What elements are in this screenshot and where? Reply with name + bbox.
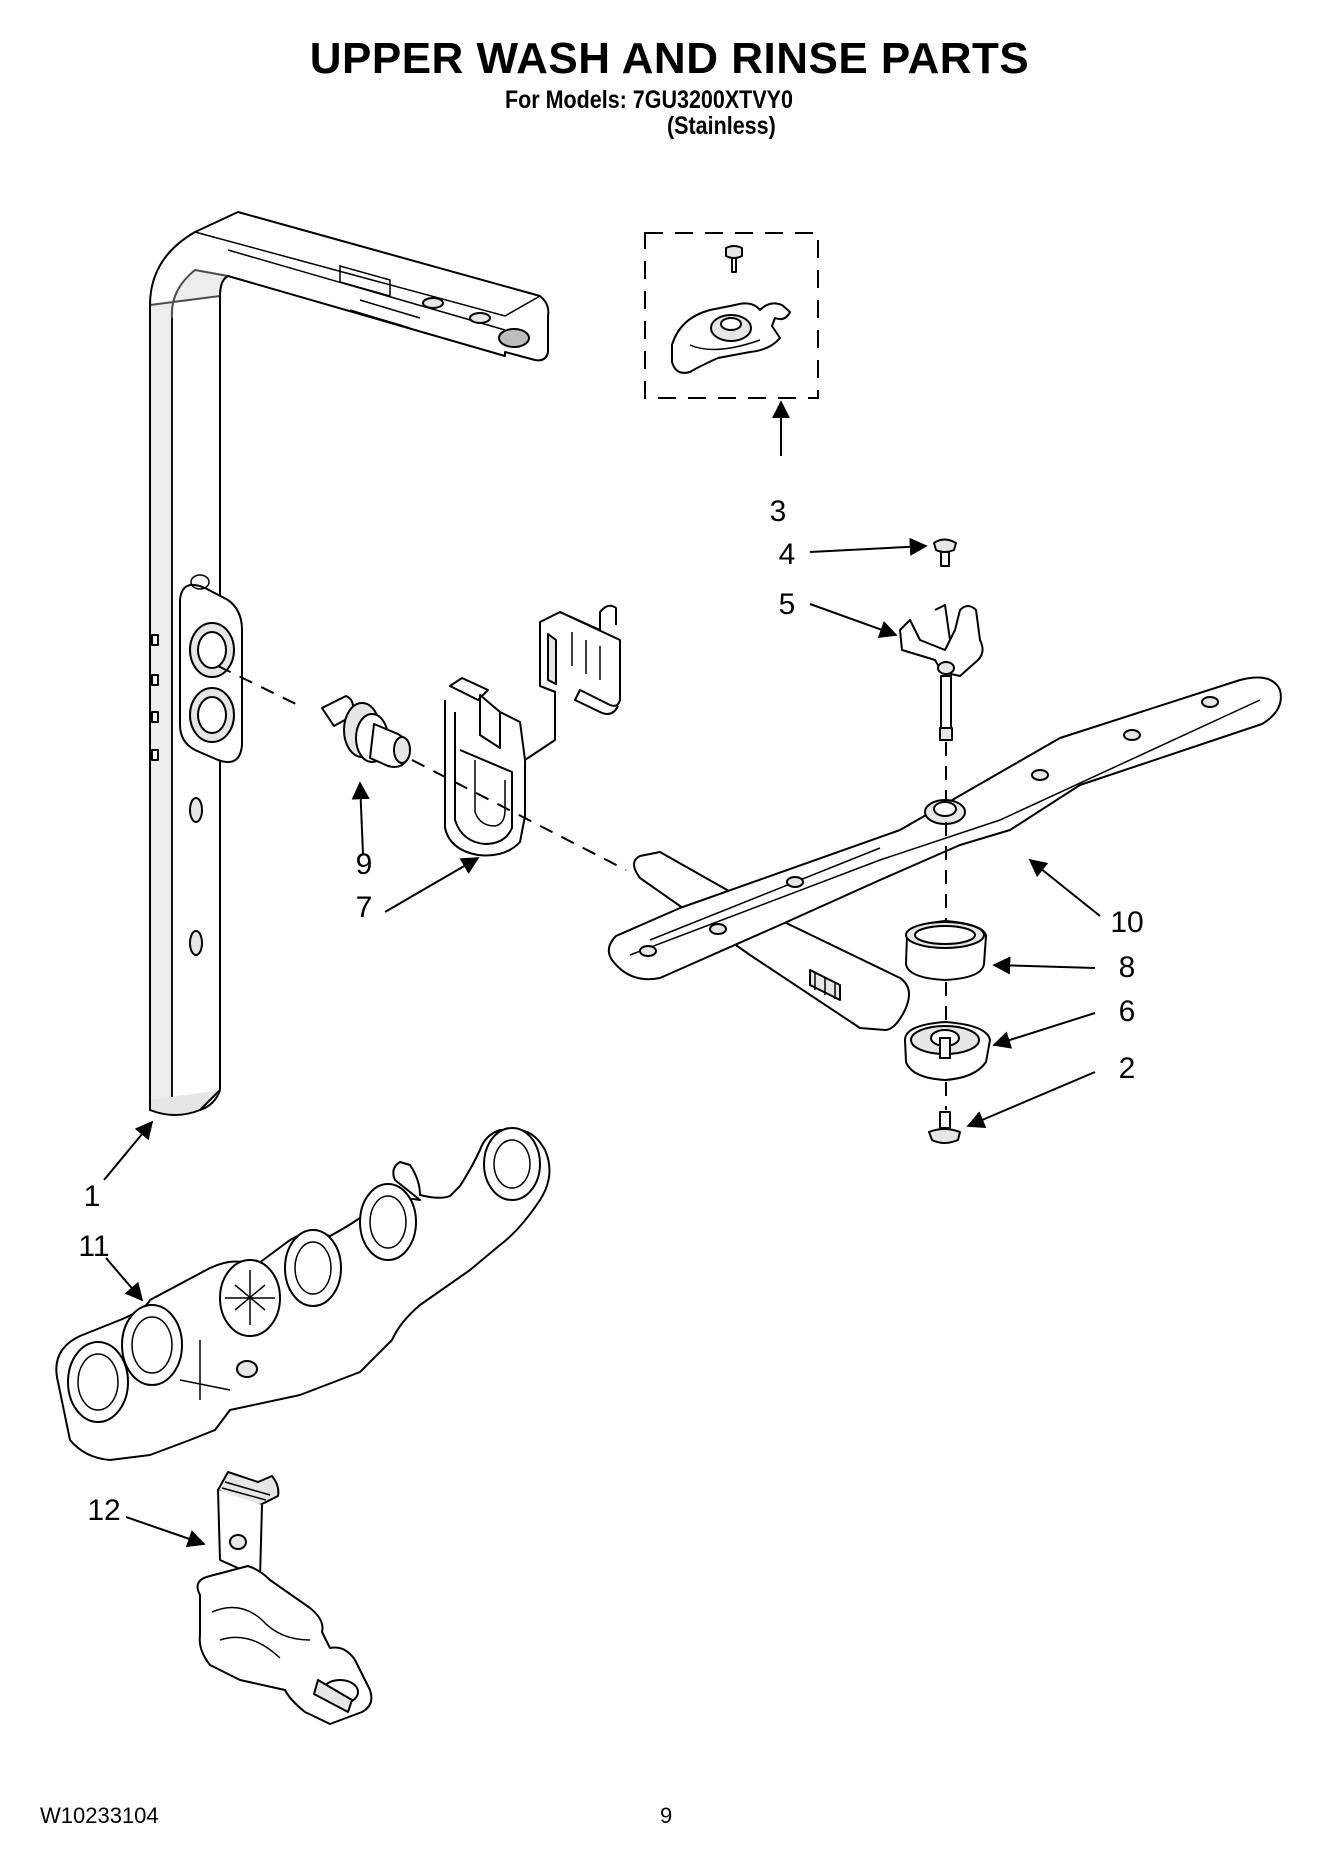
callout-9: 9 <box>356 848 373 881</box>
page-title: UPPER WASH AND RINSE PARTS <box>309 34 1030 83</box>
part-4-screw <box>933 538 957 567</box>
leader-arrows <box>103 400 1101 1548</box>
callout-6: 6 <box>1119 995 1136 1028</box>
part-11-spray-manifold <box>55 1127 551 1461</box>
callout-11: 11 <box>78 1230 109 1263</box>
callout-5: 5 <box>779 588 796 621</box>
part-10-spray-arm <box>607 676 1282 1031</box>
callout-4: 4 <box>779 538 796 571</box>
callout-10: 10 <box>1110 906 1143 939</box>
callout-8: 8 <box>1119 951 1136 984</box>
part-3-hub-assembly <box>644 232 819 399</box>
part-12-nozzle <box>196 1471 373 1725</box>
dashed-alignment-lines <box>217 665 947 1110</box>
callout-1: 1 <box>84 1180 101 1213</box>
part-7-bracket <box>444 604 621 857</box>
part-2-screw <box>928 1111 961 1144</box>
part-6-base-mount <box>904 1021 991 1081</box>
part-9-connector <box>321 695 411 768</box>
page-number: 9 <box>660 1803 673 1828</box>
callout-2: 2 <box>1119 1052 1136 1085</box>
part-8-ring <box>905 920 987 981</box>
part-1-supply-tube <box>149 211 550 1116</box>
models-line: For Models: 7GU3200XTVY0 <box>505 86 793 114</box>
part-5-clip <box>899 604 984 741</box>
variant-line: (Stainless) <box>667 112 776 140</box>
callout-7: 7 <box>356 891 373 924</box>
callout-12: 12 <box>87 1494 120 1527</box>
callout-3: 3 <box>770 495 787 528</box>
document-number: W10233104 <box>40 1803 159 1828</box>
